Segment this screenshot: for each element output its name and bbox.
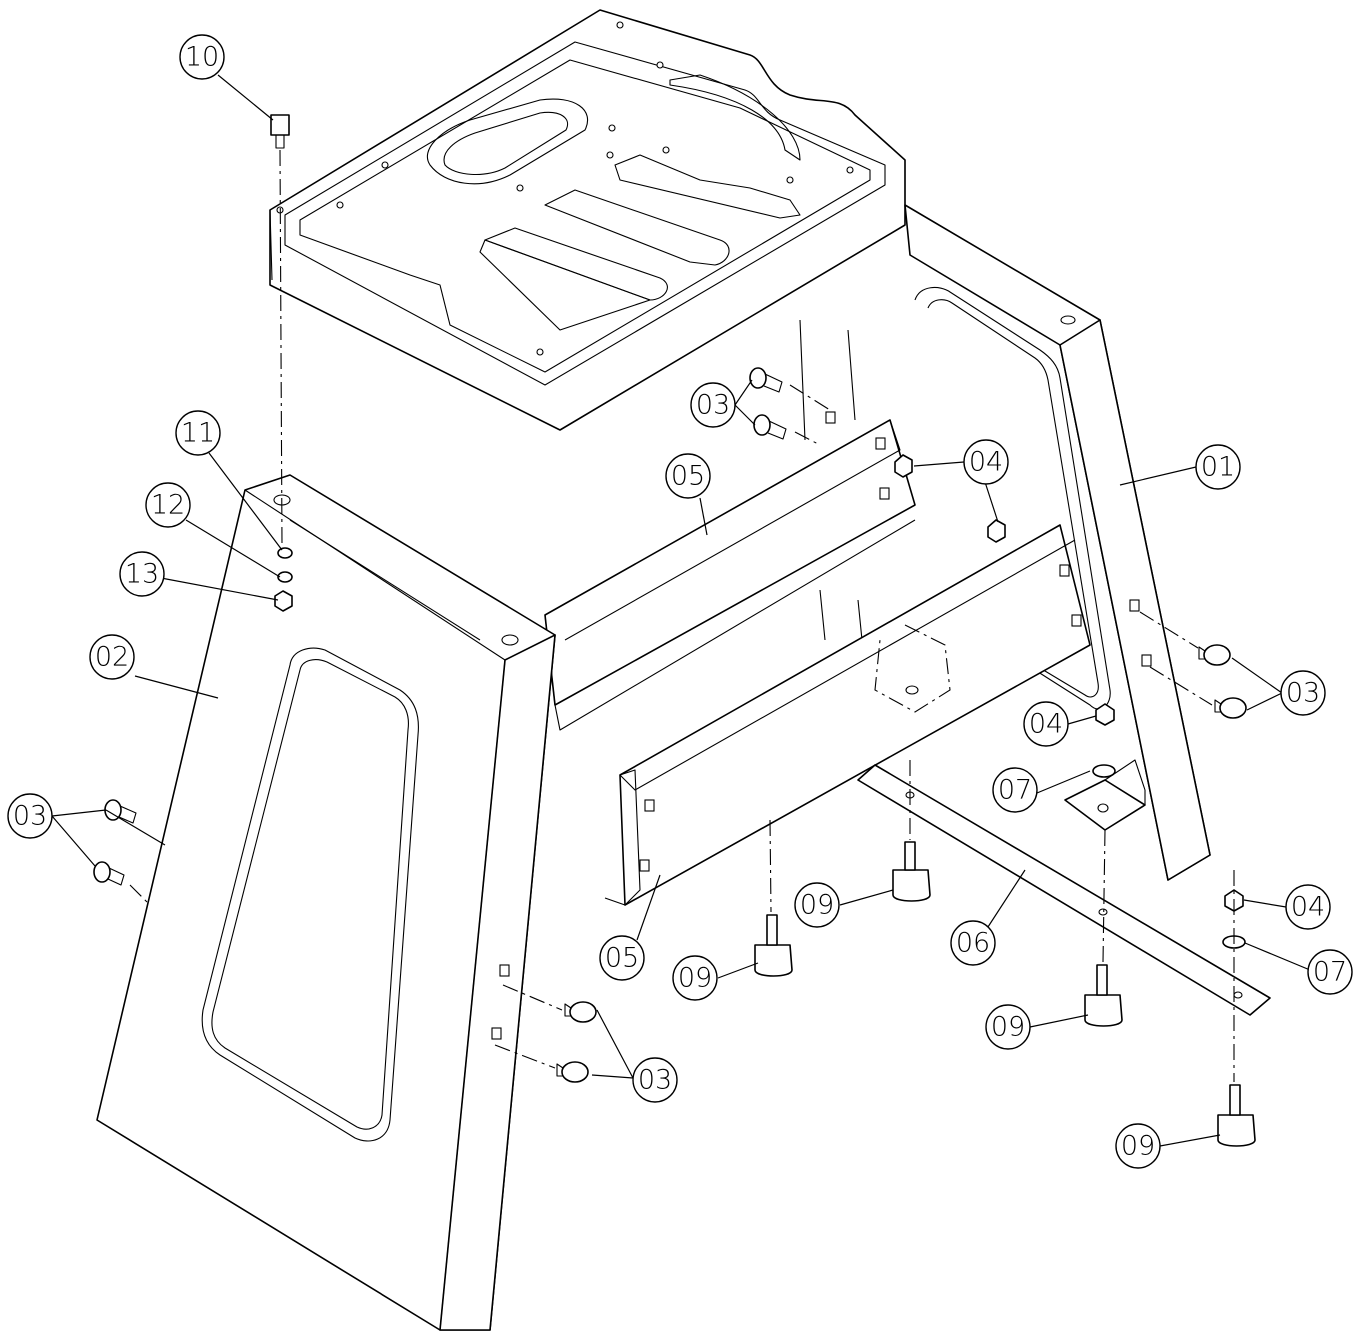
table-top-plate: [269, 9, 906, 431]
callout-09: 09: [985, 1004, 1031, 1050]
front-rail-channel: [604, 524, 1091, 906]
callout-03: 03: [1280, 670, 1326, 716]
callout-label: 09: [678, 963, 712, 994]
callout-label: 04: [969, 447, 1003, 478]
callout-03: 03: [632, 1057, 678, 1103]
carriage-bolt: [93, 367, 1247, 1083]
callout-02: 02: [89, 634, 135, 680]
callout-label: 07: [1313, 957, 1347, 988]
callout-label: 02: [95, 642, 129, 673]
hex-nut-04: [894, 454, 913, 478]
callout-09: 09: [1115, 1123, 1161, 1169]
callout-label: 03: [638, 1065, 672, 1096]
hex-nut-04: [987, 519, 1006, 543]
callout-06: 06: [950, 920, 996, 966]
callout-09: 09: [794, 882, 840, 928]
callout-10: 10: [179, 34, 225, 80]
hex-nut-04: [1095, 703, 1115, 726]
callout-13: 13: [119, 551, 165, 597]
callout-label: 01: [1201, 452, 1235, 483]
leveling-foot: [754, 841, 1256, 1147]
callout-label: 03: [13, 801, 47, 832]
callout-label: 03: [1286, 678, 1320, 709]
callout-07: 07: [1307, 949, 1353, 995]
left-leg-panel: [96, 474, 556, 1331]
callout-label: 09: [800, 890, 834, 921]
washer-07: [1092, 764, 1116, 778]
callout-label: 04: [1291, 892, 1325, 923]
callout-label: 07: [998, 775, 1032, 806]
callout-03: 03: [690, 382, 736, 428]
callout-04: 04: [963, 439, 1009, 485]
callout-label: 03: [696, 390, 730, 421]
lock-washer-12: [277, 571, 293, 583]
callout-07: 07: [992, 767, 1038, 813]
callout-11: 11: [175, 410, 221, 456]
callout-label: 05: [605, 943, 639, 974]
corner-bracket: [1064, 759, 1146, 831]
center-lines: [129, 149, 1235, 1082]
cap-screw-10: [270, 114, 290, 149]
fastener-group: [93, 114, 1256, 1147]
callout-04: 04: [1285, 884, 1331, 930]
callout-03: 03: [7, 793, 53, 839]
callout-label: 05: [671, 461, 705, 492]
callout-01: 01: [1195, 444, 1241, 490]
right-leg-panel: [799, 204, 1211, 881]
hex-nut-13: [274, 590, 293, 612]
callout-09: 09: [672, 955, 718, 1001]
callout-05: 05: [599, 935, 645, 981]
callout-label: 04: [1029, 709, 1063, 740]
callout-12: 12: [145, 482, 191, 528]
leader-lines: [51, 74, 1311, 1147]
callout-label: 06: [956, 928, 990, 959]
callout-label: 13: [125, 559, 159, 590]
callout-label: 11: [181, 418, 215, 449]
callout-05: 05: [665, 453, 711, 499]
callout-label: 12: [151, 490, 185, 521]
callout-04: 04: [1023, 701, 1069, 747]
callout-label: 10: [185, 42, 219, 73]
callout-label: 09: [1121, 1131, 1155, 1162]
washer-11: [277, 547, 293, 559]
callout-label: 09: [991, 1012, 1025, 1043]
